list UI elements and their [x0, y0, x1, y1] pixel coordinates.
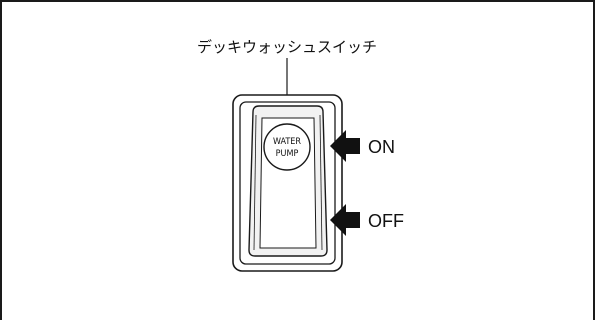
- rocker-left-edge: [253, 114, 257, 251]
- on-label: ON: [368, 137, 395, 157]
- switch-label-line2: PUMP: [276, 149, 299, 159]
- water-pump-badge: [263, 123, 311, 171]
- diagram-title: デッキウォッシュスイッチ: [197, 38, 377, 56]
- off-arrow-icon: [330, 204, 360, 236]
- rocker-right-edge: [319, 114, 323, 251]
- off-label: OFF: [368, 211, 404, 231]
- on-arrow-icon: [330, 130, 360, 162]
- switch-label-line1: WATER: [273, 137, 301, 147]
